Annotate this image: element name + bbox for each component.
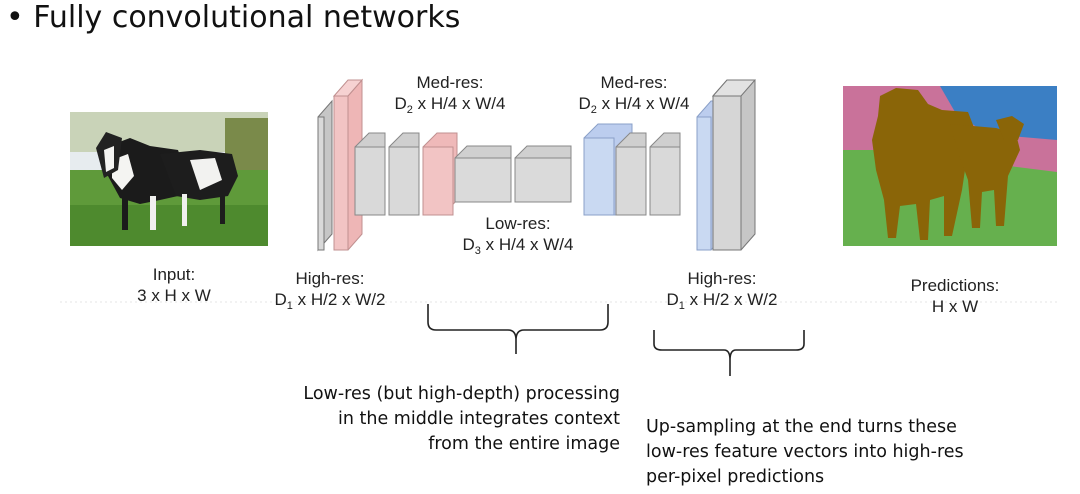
label-highres-right-shape: D1 x H/2 x W/2 (666, 290, 778, 312)
note-middle-line: Low-res (but high-depth) processing (303, 384, 620, 404)
block-input-gray (317, 99, 333, 252)
block-highres-left (332, 78, 364, 251)
label-highres-left-shape: D1 x H/2 x W/2 (274, 290, 386, 312)
label-medres-right-title: Med-res: (600, 73, 668, 92)
label-input: Input: 3 x H x W (124, 264, 224, 306)
brace-middle (427, 304, 609, 354)
block-med-pink (422, 132, 458, 216)
note-middle-line: from the entire image (428, 434, 620, 454)
label-highres-left-title: High-res: (295, 269, 365, 288)
input-image (70, 112, 268, 246)
block-med-2 (388, 132, 420, 216)
label-medres-left-shape: D2 x H/4 x W/4 (394, 94, 506, 116)
block-med-3 (615, 132, 647, 216)
label-lowres-title: Low-res: (485, 214, 551, 233)
block-low-2 (514, 145, 572, 203)
label-medres-left-title: Med-res: (416, 73, 484, 92)
label-medres-right-shape: D2 x H/4 x W/4 (578, 94, 690, 116)
label-medres-left: Med-res: D2 x H/4 x W/4 (382, 72, 518, 121)
label-highres-left: High-res: D1 x H/2 x W/2 (262, 268, 398, 317)
prediction-image (843, 86, 1057, 246)
note-end: Up-sampling at the end turns these low-r… (646, 415, 1026, 490)
note-end-line: low-res feature vectors into high-res (646, 442, 964, 462)
label-predictions: Predictions: H x W (890, 275, 1020, 317)
network-blocks (317, 78, 757, 252)
label-predictions-title: Predictions: (910, 276, 1000, 295)
note-middle-line: in the middle integrates context (338, 409, 620, 429)
block-low-1 (454, 145, 512, 203)
label-lowres-shape: D3 x H/4 x W/4 (462, 235, 574, 257)
label-medres-right: Med-res: D2 x H/4 x W/4 (566, 72, 702, 121)
label-input-title: Input: (152, 265, 196, 284)
slide-title: • Fully convolutional networks (6, 0, 461, 35)
block-output-gray (711, 79, 757, 251)
label-highres-right-title: High-res: (687, 269, 757, 288)
block-med-1 (354, 132, 386, 216)
note-end-line: per-pixel predictions (646, 467, 825, 487)
label-highres-right: High-res: D1 x H/2 x W/2 (654, 268, 790, 317)
brace-end (653, 330, 805, 376)
note-end-line: Up-sampling at the end turns these (646, 417, 957, 437)
label-input-shape: 3 x H x W (137, 286, 211, 305)
note-middle: Low-res (but high-depth) processing in t… (264, 382, 620, 457)
label-lowres: Low-res: D3 x H/4 x W/4 (450, 213, 586, 262)
label-predictions-shape: H x W (931, 297, 979, 316)
block-med-4 (649, 132, 681, 216)
